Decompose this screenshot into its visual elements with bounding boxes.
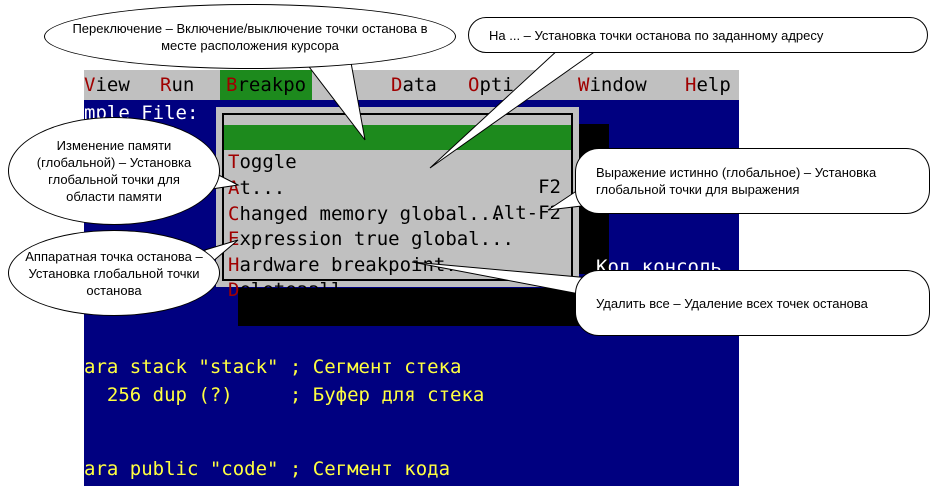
callout-toggle: Переключение – Включение/выключение точк… xyxy=(44,4,456,69)
callout-hardware: Аппаратная точка останова – Установка гл… xyxy=(8,230,220,316)
menu-item-changed-memory-global[interactable]: Changed memory global... xyxy=(228,203,503,225)
code-line-1: ara stack "stack" ; Сегмент стека xyxy=(84,356,462,378)
menu-bar: View Run Breakpo Data Opti Window Help xyxy=(84,70,739,100)
callout-at: На ... – Установка точки останова по зад… xyxy=(468,17,928,53)
callout-delete-all: Удалить все – Удаление всех точек остано… xyxy=(575,270,930,336)
menu-item-delete-all[interactable]: Deleteaall xyxy=(228,279,343,301)
breakpoints-dropdown: Toggle F2 At... Alt-F2 Changed memory gl… xyxy=(216,107,579,301)
window-shadow-bottom xyxy=(238,288,609,326)
shortcut-label: Alt-F2 xyxy=(492,202,561,224)
menu-item-at[interactable]: At... Alt-F2 xyxy=(228,177,561,224)
menu-window[interactable]: Window xyxy=(578,74,647,96)
menu-run[interactable]: Run xyxy=(160,74,195,96)
shortcut-label: F2 xyxy=(538,176,561,198)
menu-data[interactable]: Data xyxy=(391,74,437,96)
menu-item-expression-true-global[interactable]: Expression true global... xyxy=(228,228,514,250)
menu-breakpoints[interactable]: Breakpo xyxy=(220,70,313,100)
callout-changed-memory: Изменение памяти (глобальной) – Установк… xyxy=(8,117,220,225)
menu-view[interactable]: View xyxy=(84,74,130,96)
menu-item-hardware-breakpoint[interactable]: Hardware breakpoint... xyxy=(228,254,480,276)
menu-options[interactable]: Opti xyxy=(468,74,514,96)
code-line-2: 256 dup (?) ; Буфер для стека xyxy=(84,384,485,406)
menu-item-toggle[interactable]: Toggle F2 xyxy=(224,125,571,198)
code-line-3: ara public "code" ; Сегмент кода xyxy=(84,458,451,480)
menu-help[interactable]: Help xyxy=(685,74,731,96)
callout-expression: Выражение истинно (глобальное) – Установ… xyxy=(575,148,930,214)
